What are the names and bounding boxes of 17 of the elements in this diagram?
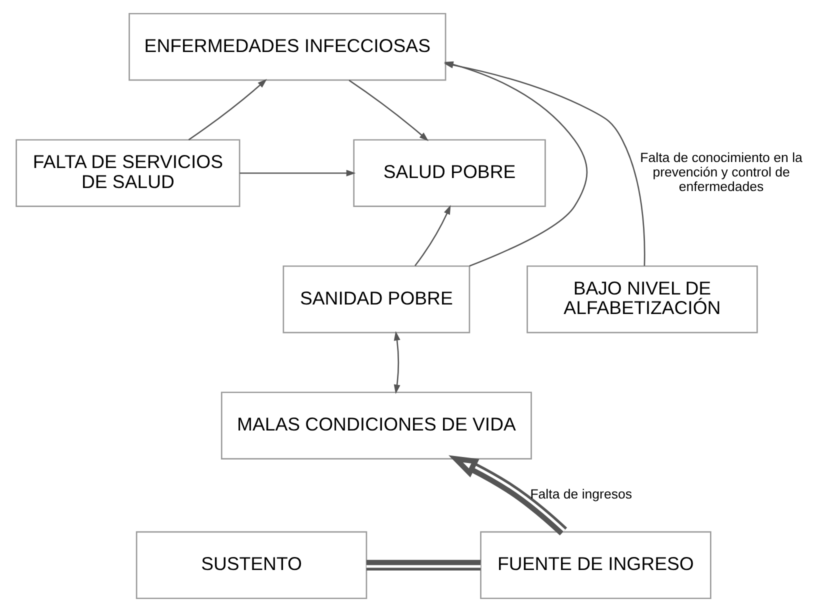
node-box: SALUD POBRE [353, 139, 546, 207]
arrow [414, 205, 451, 266]
edge-label: Falta de conocimiento en la prevención y control de enfermedades [640, 150, 802, 194]
node-box: SANIDAD POBRE [282, 265, 470, 334]
arrow [240, 170, 356, 176]
node-box: FALTA DE SERVICIOS DE SALUD [16, 139, 240, 207]
node-box: MALAS CONDICIONES DE VIDA [220, 392, 532, 460]
node-box: SUSTENTO [136, 531, 368, 600]
node-box: BAJO NIVEL DE ALFABETIZACIÓN [526, 265, 758, 334]
node-box: FUENTE DE INGRESO [480, 531, 712, 600]
arrow [394, 331, 400, 394]
edge-label: Falta de ingresos [530, 486, 632, 502]
arrow [188, 79, 267, 140]
node-box: ENFERMEDADES INFECCIOSAS [128, 12, 446, 81]
arrow [448, 455, 568, 536]
arrow [348, 80, 429, 142]
connector [366, 560, 481, 570]
